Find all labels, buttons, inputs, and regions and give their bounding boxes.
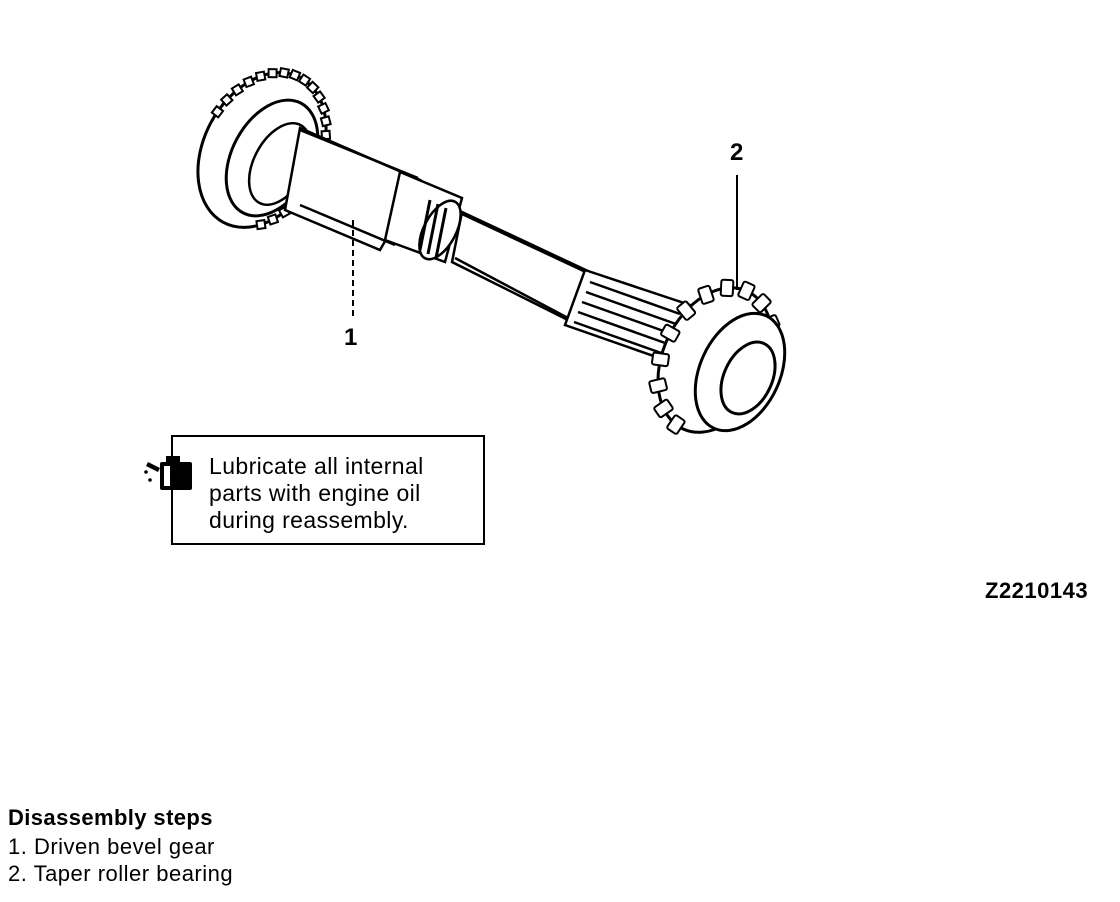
note-line-2: parts with engine oil — [209, 480, 421, 506]
taper-roller-bearing — [648, 278, 787, 435]
steps-title: Disassembly steps — [8, 805, 213, 830]
gear-tooth — [288, 68, 302, 82]
gear-tooth — [255, 218, 267, 231]
lubrication-note-text: Lubricate all internal parts with engine… — [209, 453, 479, 534]
gear-tooth — [254, 70, 267, 83]
bearing-roller — [650, 351, 670, 368]
gear-tooth — [266, 213, 280, 226]
step-item-2: 2. Taper roller bearing — [8, 861, 234, 886]
gear-tooth — [316, 101, 331, 116]
gear-tooth — [312, 90, 327, 104]
bearing-roller — [648, 377, 668, 394]
bearing-roller — [697, 284, 715, 305]
step-item-1: 1. Driven bevel gear — [8, 834, 215, 859]
callout-label-2: 2 — [730, 139, 744, 166]
driven-bevel-gear — [196, 66, 332, 231]
figure-id: Z2210143 — [985, 578, 1089, 603]
gear-tooth — [219, 92, 234, 108]
bearing-roller — [666, 414, 686, 435]
gear-tooth — [210, 104, 225, 119]
gear-tooth — [297, 73, 312, 87]
note-line-1: Lubricate all internal — [209, 453, 424, 479]
callout-label-1: 1 — [344, 324, 358, 351]
bearing-roller — [737, 280, 756, 301]
bearing-roller — [751, 293, 772, 314]
gear-tooth — [230, 82, 245, 97]
gear-tooth — [242, 75, 256, 89]
bearing-roller — [660, 323, 681, 343]
gear-tooth — [319, 115, 332, 128]
bearing-roller — [676, 300, 697, 321]
note-line-3: during reassembly. — [209, 507, 409, 533]
bearing-roller — [719, 278, 735, 298]
gear-tooth — [305, 80, 320, 95]
lubrication-note-box: Lubricate all internal parts with engine… — [171, 435, 485, 545]
shaft — [283, 126, 692, 362]
bearing-roller — [653, 398, 674, 419]
disassembly-steps: Disassembly steps 1. Driven bevel gear 2… — [8, 804, 233, 887]
oil-can-icon — [144, 456, 192, 490]
gear-tooth — [267, 68, 278, 79]
gear-tooth — [278, 66, 291, 79]
